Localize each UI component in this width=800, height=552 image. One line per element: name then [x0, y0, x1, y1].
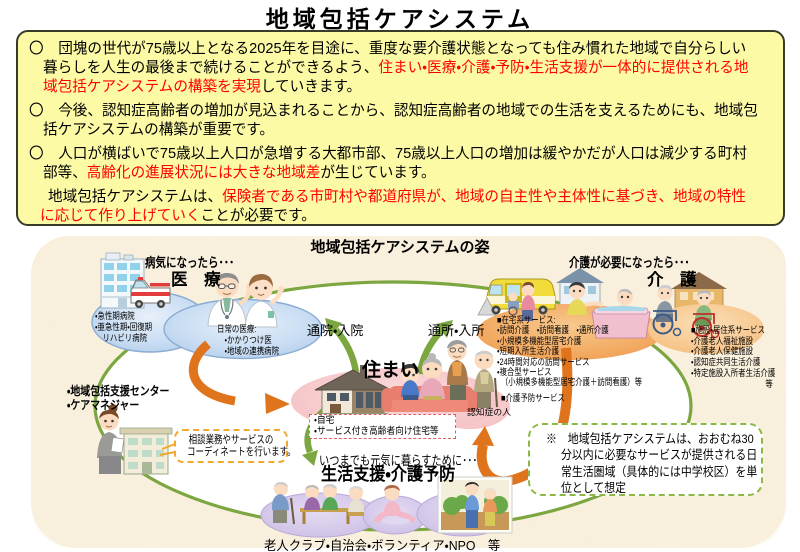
prevention-services-label: ■介護予防サービス — [501, 393, 565, 403]
support-label: 生活支援・介護予防 — [321, 464, 456, 484]
flow-to-medical-label: 通院・入院 — [307, 323, 364, 338]
lead-paragraph: 〇 人口が横ばいで75歳以上人口が急増する大都市部、75歳以上人口の増加は緩やか… — [29, 146, 747, 181]
care-trigger-label: 介護が必要になったら･･･ — [569, 255, 690, 270]
lead-paragraph: 〇 今後、認知症高齢者の増加が見込まれることから、認知症高齢者の地域での生活を支… — [29, 103, 758, 138]
lead-summary-box: 〇 団塊の世代が75歳以上となる2025年を目途に、重度な要介護状態となっても住… — [16, 30, 785, 226]
housing-label: 住まい — [362, 360, 420, 381]
hospital-types-list: ・急性期病院・亜急性期・回復期 リハビリ病院 — [95, 311, 153, 343]
lead-paragraph: 〇 団塊の世代が75歳以上となる2025年を目途に、重度な要介護状態となっても住… — [29, 41, 749, 95]
dementia-person-label: 認知症の人 — [467, 407, 511, 417]
page-title: 地域包括ケアシステム — [0, 0, 800, 35]
flow-to-care-label: 通所・入所 — [428, 323, 485, 338]
coordination-list: ・地域包括支援センター・ケアマネジャー — [67, 384, 170, 412]
daily-medical-list: 日常の医療: ・かかりつけ医 ・地域の連携病院 — [217, 324, 280, 356]
medical-trigger-label: 病気になったら･･･ — [145, 255, 235, 270]
support-providers-label: 老人クラブ・自治会・ボランティア・NPO 等 — [264, 538, 501, 552]
diagram-title: 地域包括ケアシステムの姿 — [310, 239, 490, 256]
medical-label: 医 療 — [171, 271, 221, 289]
coordination-callout-box: 相談業務やサービスのコーディネートを行います。 — [174, 429, 296, 463]
lead-paragraph: 地域包括ケアシステムは、保険者である市町村や都道府県が、地域の自主性や主体性に基… — [40, 189, 747, 224]
support-trigger-label: いつまでも元気に暮らすために･･･ — [319, 453, 478, 468]
facility-services-list: ■施設・居住系サービス・介護老人福祉施設・介護老人保健施設・認知症共同生活介護・… — [691, 325, 776, 389]
housing-types-box: ・自宅・サービス付き高齢者向け住宅等 — [309, 414, 456, 440]
home-services-list: ■在宅系サービス:・訪問介護 ・訪問看護 ・通所介護・小規模多機能型居宅介護・短… — [497, 315, 643, 388]
care-label: 介 護 — [647, 271, 697, 289]
